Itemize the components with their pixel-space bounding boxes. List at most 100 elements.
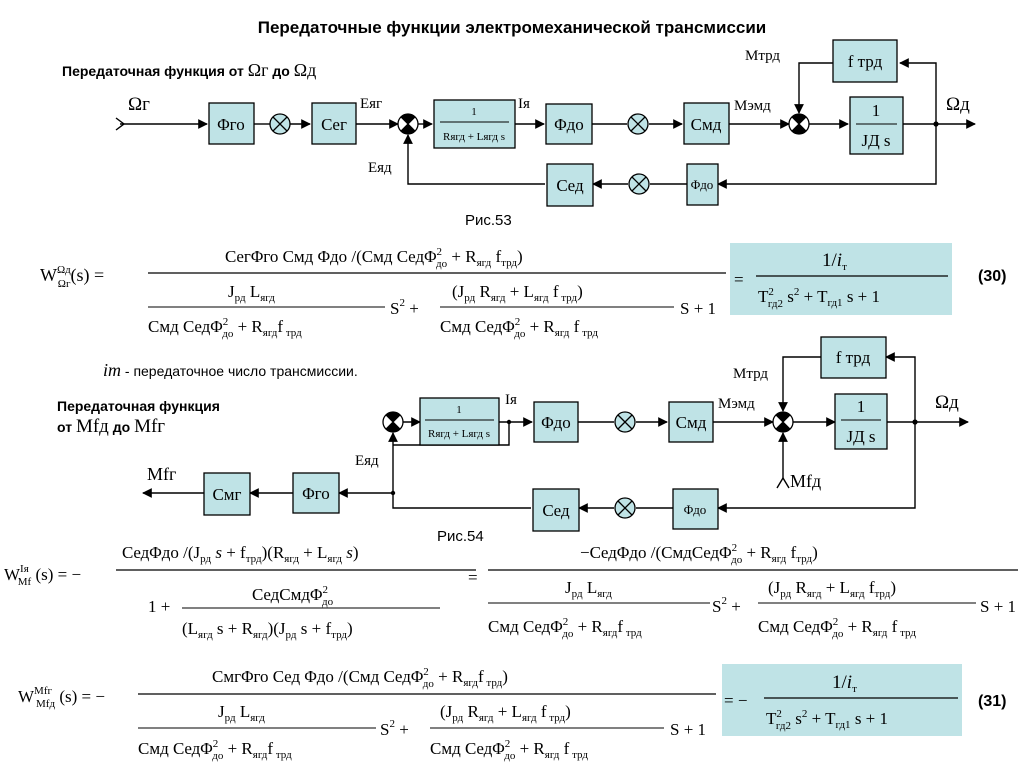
- block-mechanical-den: JД s: [861, 131, 890, 150]
- subtitle-2-from: Mfд: [75, 416, 109, 437]
- block-phi-go-2-label: Φго: [302, 484, 329, 503]
- block-phi-do-fb-label: Φдо: [691, 177, 714, 192]
- label-omega-d-2: Ωд: [935, 392, 959, 413]
- eq31-equals: = −: [724, 691, 747, 710]
- eq30-rhs-num: 1/iт: [822, 250, 847, 273]
- subtitle-2-mid: до: [112, 419, 131, 435]
- summing-junction-icon: [397, 113, 419, 135]
- label-i-ya: Iя: [518, 96, 530, 112]
- eqi-den-den: (Lягд s + Rягд)(Jрд s + fтрд): [182, 619, 353, 641]
- summing-junction-icon: [772, 411, 794, 433]
- block-phi-do-2: [533, 401, 579, 443]
- block-f-trd-2-label: f трд: [836, 348, 871, 367]
- eq31-den-b-num: (Jрд Rягд + Lягд f трд): [440, 702, 571, 724]
- block-mechanical-num: 1: [872, 101, 881, 120]
- eqi-den-a-num: Jрд Lягд: [565, 578, 612, 600]
- block-armature-den: Rягд + Lягд s: [443, 131, 505, 143]
- subtitle-2-line1: Передаточная функция: [57, 398, 220, 414]
- eq30-den-b-num: (Jрд Rягд + Lягд f трд): [452, 282, 583, 304]
- block-c-ed-2-label: Cед: [542, 501, 570, 520]
- multiplier-icon: [627, 113, 649, 135]
- subtitle-1-prefix: Передаточная функция от: [62, 63, 244, 79]
- block-f-trd-label: f трд: [848, 52, 883, 71]
- eq31-den-a-num: Jрд Lягд: [218, 702, 265, 724]
- block-phi-do-fb-2-label: Φдо: [684, 502, 707, 517]
- block-mechanical-2: [834, 393, 888, 450]
- block-phi-do-fb: [686, 163, 719, 206]
- block-c-mg: [203, 472, 251, 516]
- label-m-emd: Mэмд: [734, 98, 771, 114]
- subtitle-2-to: Mfг: [134, 416, 166, 437]
- figure-54-caption: Рис.54: [437, 528, 484, 545]
- label-omega-d: Ωд: [946, 94, 970, 115]
- gear-ratio-text: - передаточное число трансмиссии.: [124, 363, 358, 379]
- junction-dot: [912, 419, 918, 425]
- multiplier-icon: [614, 411, 636, 433]
- block-f-trd: [832, 39, 898, 83]
- block-c-mg-label: Cмг: [212, 485, 241, 504]
- block-phi-do-label: Φдо: [554, 115, 584, 134]
- block-armature-2-den: Rягд + Lягд s: [428, 428, 490, 440]
- eqi-equals: =: [468, 568, 478, 587]
- block-c-md-label: Cмд: [691, 115, 722, 134]
- figure-53: Φго Cег 1 Rягд + Lягд s Φдо Cмд 1 JД s f…: [115, 39, 976, 207]
- block-mechanical: [849, 96, 904, 155]
- block-c-ed: [546, 163, 594, 207]
- eq30-s2: S2 +: [390, 297, 419, 318]
- block-phi-go: [208, 102, 255, 145]
- block-mechanical-2-num: 1: [857, 397, 866, 416]
- junction-dot: [933, 121, 939, 127]
- label-m-fd: Mfд: [790, 471, 821, 491]
- block-phi-do-fb-2: [672, 488, 719, 530]
- equation-31-highlight: [722, 664, 962, 736]
- block-phi-do: [545, 103, 593, 145]
- subtitle-2-prefix: от: [57, 419, 73, 435]
- block-c-eg-label: Cег: [321, 115, 347, 134]
- block-armature-2: [419, 397, 500, 446]
- eqi-s1: S + 1: [980, 597, 1016, 616]
- label-e-yag: Eяг: [360, 96, 382, 112]
- label-omega-g: Ωг: [128, 94, 150, 115]
- block-c-md-2-label: Cмд: [676, 413, 707, 432]
- junction-dot: [506, 419, 512, 425]
- subtitle-1-from: Ωг: [247, 60, 269, 80]
- block-armature-2-num: 1: [456, 404, 462, 416]
- equation-31-number: (31): [978, 693, 1007, 710]
- label-m-fg: Mfг: [147, 464, 176, 484]
- eq30-equals: =: [734, 270, 744, 289]
- block-armature: [433, 99, 516, 149]
- block-c-eg: [311, 102, 357, 145]
- eqi-s2: S2 +: [712, 595, 741, 616]
- block-f-trd-2: [820, 336, 887, 379]
- block-phi-go-label: Φго: [217, 115, 244, 134]
- figure-53-caption: Рис.53: [465, 212, 512, 229]
- eq30-s1: S + 1: [680, 299, 716, 318]
- eqi-den-one: 1 +: [148, 597, 170, 616]
- block-c-md: [683, 102, 730, 145]
- subtitle-1-to: Ωд: [293, 60, 317, 80]
- multiplier-icon: [628, 173, 650, 195]
- gear-ratio-note: iт - передаточное число трансмиссии.: [103, 360, 358, 381]
- summing-junction-icon: [382, 411, 404, 433]
- eq31-rhs-num: 1/iт: [832, 672, 857, 695]
- label-m-trd: Mтрд: [745, 48, 780, 64]
- gear-ratio-symbol: iт: [103, 360, 121, 380]
- multiplier-icon: [269, 113, 291, 135]
- subtitle-2-line2: от Mfд до Mfг: [57, 416, 165, 438]
- equation-30-number: (30): [978, 268, 1007, 285]
- block-c-ed-2: [532, 488, 580, 532]
